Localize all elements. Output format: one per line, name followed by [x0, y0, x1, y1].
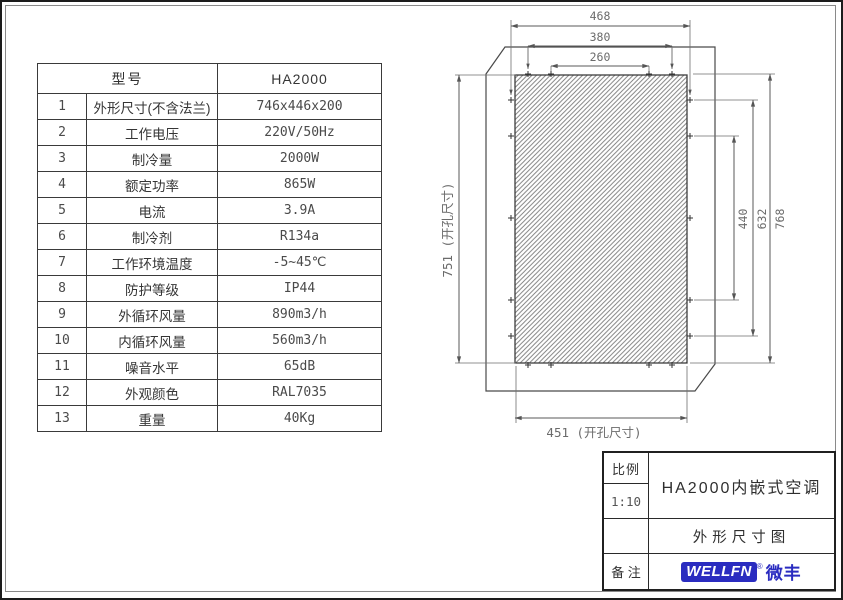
spec-row-number: 6 — [37, 223, 87, 250]
spec-row: 7 工作环境温度 -5~45℃ — [37, 249, 382, 276]
spec-value: 890m3/h — [217, 301, 382, 328]
registered-mark: ® — [756, 562, 763, 571]
spec-row-number: 7 — [37, 249, 87, 276]
dim-label-bottom-width: 451 (开孔尺寸) — [546, 425, 641, 440]
spec-header-row: 型号 HA2000 — [37, 63, 382, 94]
spec-name: 防护等级 — [86, 275, 218, 302]
spec-value: 865W — [217, 171, 382, 198]
scale-value: 1:10 — [604, 484, 649, 519]
spec-value: 220V/50Hz — [217, 119, 382, 146]
dim-label-right-inner: 440 — [736, 209, 750, 230]
panel-outline — [485, 46, 716, 392]
spec-name: 重量 — [86, 405, 218, 432]
empty-cell — [604, 519, 649, 554]
dim-label-right-middle: 632 — [755, 209, 769, 230]
brand-chinese-name: 微丰 — [765, 564, 802, 583]
model-label: 型号 — [37, 63, 218, 94]
spec-row-number: 11 — [37, 353, 87, 380]
brand-logo: WELLFN®微丰 — [649, 554, 834, 589]
spec-row: 5 电流 3.9A — [37, 197, 382, 224]
spec-name: 外观颜色 — [86, 379, 218, 406]
mounting-hole-markers — [508, 71, 693, 368]
spec-row: 9 外循环风量 890m3/h — [37, 301, 382, 328]
cutout-hatched-area — [514, 74, 688, 364]
dim-label-right-outer: 768 — [773, 209, 787, 230]
dim-label-top-middle: 380 — [590, 30, 611, 44]
spec-row: 1 外形尺寸(不含法兰) 746x446x200 — [37, 93, 382, 120]
spec-row: 11 噪音水平 65dB — [37, 353, 382, 380]
spec-row-number: 13 — [37, 405, 87, 432]
dim-label-top-outer: 468 — [590, 9, 611, 23]
product-title: HA2000内嵌式空调 — [649, 453, 834, 519]
spec-row-number: 5 — [37, 197, 87, 224]
spec-name: 工作环境温度 — [86, 249, 218, 276]
spec-row: 8 防护等级 IP44 — [37, 275, 382, 302]
hole-leader-lines — [509, 20, 692, 96]
dim-label-left-height: 751 (开孔尺寸) — [440, 182, 455, 277]
wellfn-logo-badge: WELLFN — [681, 561, 757, 582]
spec-name: 内循环风量 — [86, 327, 218, 354]
spec-value: IP44 — [217, 275, 382, 302]
spec-row-number: 12 — [37, 379, 87, 406]
spec-row-number: 3 — [37, 145, 87, 172]
spec-value: -5~45℃ — [217, 249, 382, 276]
dimension-lines — [456, 23, 773, 421]
spec-value: 3.9A — [217, 197, 382, 224]
spec-row: 2 工作电压 220V/50Hz — [37, 119, 382, 146]
title-block: 比例 HA2000内嵌式空调 1:10 外形尺寸图 备 注 WELLFN®微丰 — [602, 451, 836, 591]
scale-label: 比例 — [604, 453, 649, 484]
spec-row: 13 重量 40Kg — [37, 405, 382, 432]
page-inner-border — [5, 5, 836, 592]
drawing-title: 外形尺寸图 — [649, 519, 834, 554]
spec-row: 3 制冷量 2000W — [37, 145, 382, 172]
spec-name: 工作电压 — [86, 119, 218, 146]
spec-table: 型号 HA2000 1 外形尺寸(不含法兰) 746x446x200 2 工作电… — [37, 63, 382, 432]
dim-label-top-inner: 260 — [590, 50, 611, 64]
model-value: HA2000 — [217, 63, 382, 94]
remark-label: 备 注 — [604, 554, 649, 589]
spec-name: 外循环风量 — [86, 301, 218, 328]
spec-row-number: 8 — [37, 275, 87, 302]
spec-value: 40Kg — [217, 405, 382, 432]
